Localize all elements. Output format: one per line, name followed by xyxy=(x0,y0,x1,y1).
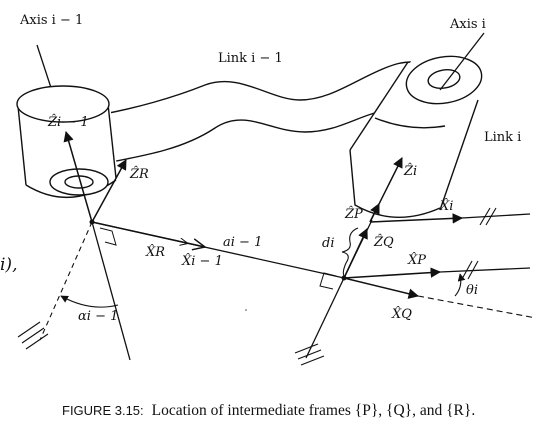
margin-fragment: i), xyxy=(0,255,17,275)
z-p-label: ẐP xyxy=(344,206,363,222)
theta-i-label: θi xyxy=(466,283,478,298)
caption-text: Location of intermediate frames {P}, {Q}… xyxy=(152,402,476,419)
z-q-arrow xyxy=(343,228,368,279)
d-i-brace xyxy=(341,227,359,277)
alpha-arc xyxy=(60,295,119,308)
alpha-prev-label: αi − 1 xyxy=(78,309,118,324)
d-i-label: di xyxy=(322,236,334,251)
axis-i-label: Axis i xyxy=(449,17,486,32)
x-q-label: X̂Q xyxy=(391,306,412,322)
axis-prev-line-lower xyxy=(91,221,131,361)
joint-i-cylinder xyxy=(348,55,483,221)
x-i-hatch xyxy=(479,207,497,226)
axis-i-hatch xyxy=(294,343,325,366)
caption-prefix: FIGURE 3.15: xyxy=(62,403,144,418)
z-q-label: ẐQ xyxy=(373,234,394,250)
axis-i-lower-line xyxy=(305,277,345,359)
x-i-label: X̂i xyxy=(439,198,453,214)
axis-prev-label: Axis i − 1 xyxy=(19,13,83,28)
lower-right-angle xyxy=(319,272,337,290)
x-i-line-ext xyxy=(461,213,531,219)
joint-prev-cylinder xyxy=(16,85,118,199)
theta-arc xyxy=(454,273,466,297)
z-r-arrow xyxy=(91,159,127,223)
x-r-label: X̂R xyxy=(145,244,165,260)
z-i-label: Ẑi xyxy=(403,163,417,179)
z-p-arrow xyxy=(369,203,380,223)
x-p-line-ext xyxy=(439,267,531,273)
axis-i-line xyxy=(439,32,485,91)
z-prev-label: Ẑi − 1 xyxy=(47,114,89,130)
origin-right-angle xyxy=(99,227,117,246)
x-q-dashed-ext xyxy=(417,295,537,319)
link-prev-body xyxy=(79,61,413,166)
axis-prev-hatch xyxy=(17,321,49,350)
origin-point-i xyxy=(341,275,347,281)
link-prev-label: Link i − 1 xyxy=(218,51,283,66)
x-i-arrow xyxy=(369,213,464,224)
a-prev-label: ai − 1 xyxy=(223,235,262,250)
origin-point-prev xyxy=(89,219,95,225)
figure-caption: FIGURE 3.15: Location of intermediate fr… xyxy=(62,402,475,419)
alpha-dashed-line xyxy=(39,221,93,341)
x-p-label: X̂P xyxy=(407,252,426,268)
x-prev-label: X̂i − 1 xyxy=(181,253,223,269)
z-prev-arrow xyxy=(63,130,93,223)
link-i-label: Link i xyxy=(484,130,521,145)
z-r-label: ẐR xyxy=(129,166,149,182)
stray-dot xyxy=(245,309,247,311)
x-q-arrow xyxy=(343,277,420,299)
x-p-arrow xyxy=(343,267,442,279)
